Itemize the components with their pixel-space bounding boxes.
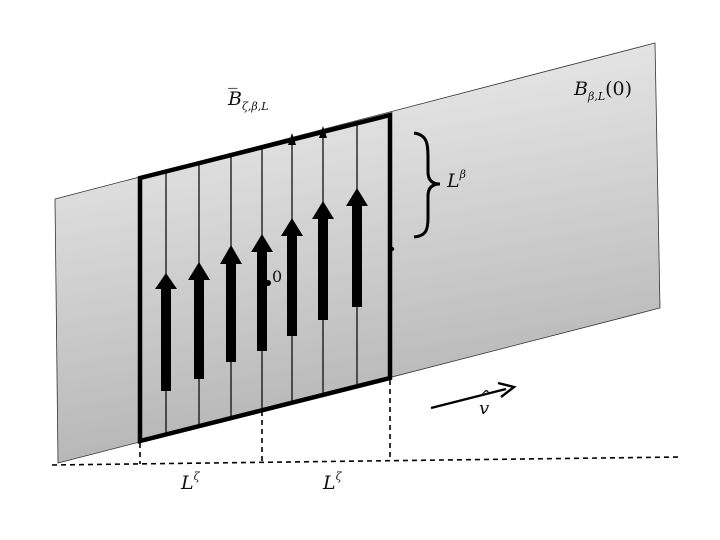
direction-arrow (430, 381, 517, 410)
thick-arrow (155, 273, 177, 391)
thick-arrow (188, 262, 210, 379)
thick-arrows (155, 188, 368, 391)
region-label: ‾Bζ,β,L (228, 85, 269, 113)
direction-label: ^v (479, 387, 493, 419)
width-label-left: Lζ (181, 470, 200, 494)
plane-label: Bβ,L(0) (574, 78, 633, 103)
height-brace (413, 131, 441, 239)
width-label-right: Lζ (323, 470, 342, 494)
origin-dot (265, 280, 271, 286)
thick-arrow (312, 201, 334, 320)
thick-arrow (281, 218, 303, 336)
height-label: Lβ (447, 168, 466, 192)
region-frame (137, 112, 393, 444)
field-line-head (319, 126, 327, 138)
thick-arrow (251, 234, 273, 351)
edge-dot (389, 246, 395, 252)
thick-arrow (220, 245, 242, 362)
thick-arrow (346, 188, 368, 307)
field-line-head (288, 133, 296, 145)
origin-label: 0 (272, 267, 283, 286)
ground-dashes (51, 380, 681, 466)
field-line-heads (288, 126, 327, 145)
ground-line (51, 456, 681, 466)
